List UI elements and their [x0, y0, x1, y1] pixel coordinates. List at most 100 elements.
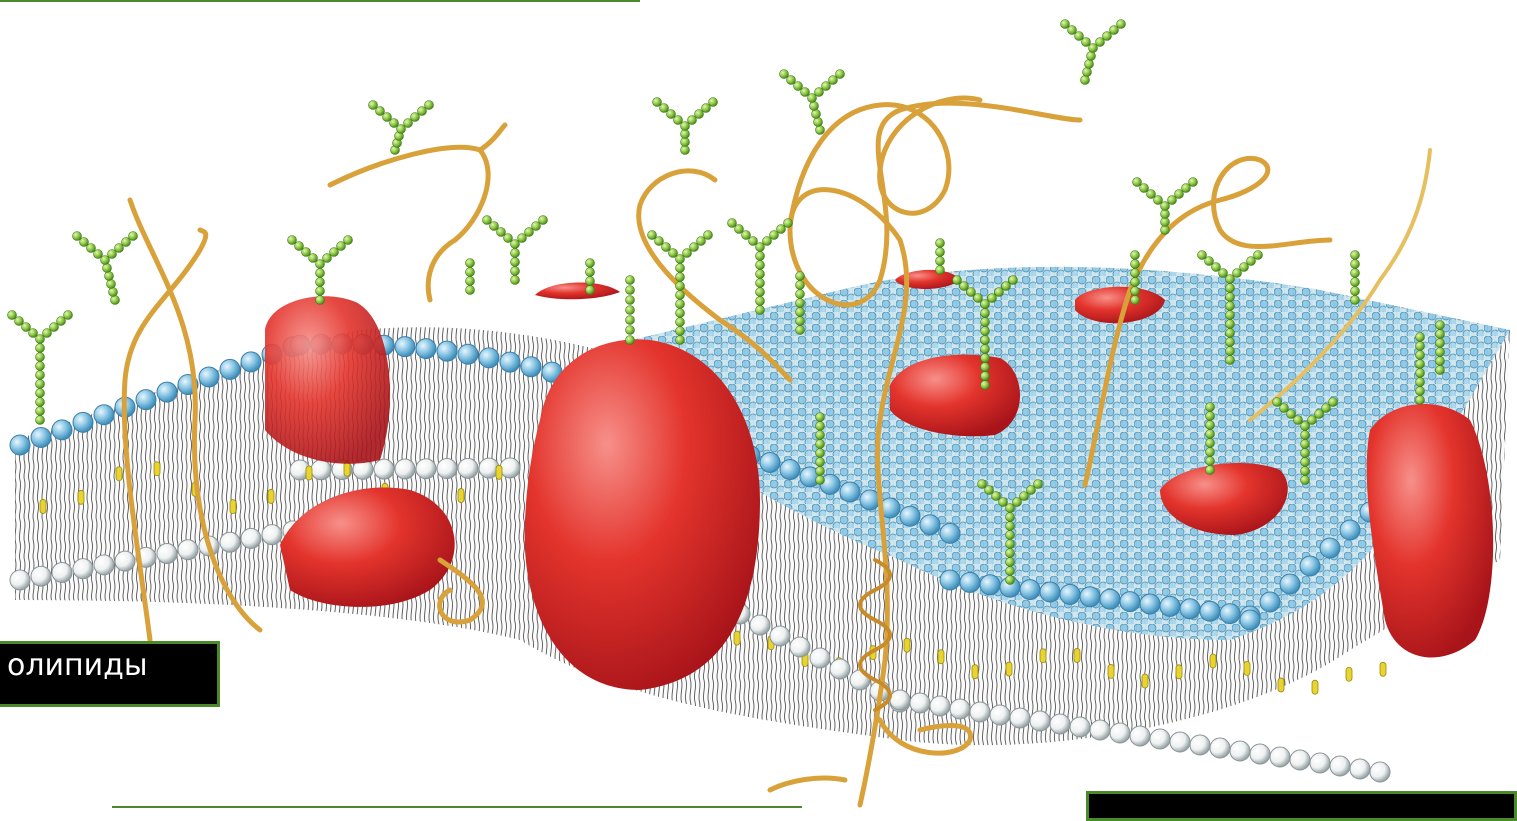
cholesterol-marker — [268, 489, 274, 503]
lipid-head — [860, 490, 880, 510]
lipid-head — [262, 525, 282, 545]
lipid-head — [73, 559, 93, 579]
lipid-head — [770, 626, 790, 646]
lipid-head — [1120, 592, 1140, 612]
glycan-chain — [728, 219, 793, 315]
lipid-head — [31, 427, 51, 447]
cholesterol-marker — [154, 462, 160, 476]
cholesterol-marker — [1380, 662, 1386, 676]
lipid-head — [52, 562, 72, 582]
lipid-head — [73, 412, 93, 432]
lipid-head — [1220, 604, 1240, 624]
lipid-head — [790, 637, 810, 657]
lipid-head — [1350, 759, 1370, 779]
lipid-head — [1270, 747, 1290, 767]
lipid-head — [10, 435, 30, 455]
lipid-head — [890, 690, 910, 710]
cholesterol-marker — [1142, 674, 1148, 688]
lipid-head — [1050, 714, 1070, 734]
lipid-head — [970, 702, 990, 722]
cholesterol-marker — [458, 489, 464, 503]
cholesterol-marker — [1074, 648, 1080, 662]
lipid-head — [500, 458, 520, 478]
cholesterol-marker — [40, 499, 46, 513]
fiber-left-top — [330, 147, 488, 300]
lipid-head — [115, 551, 135, 571]
lipid-head — [1200, 601, 1220, 621]
lipid-head — [1150, 729, 1170, 749]
lipid-head — [437, 459, 457, 479]
lipid-head — [374, 459, 394, 479]
lipid-head — [1080, 587, 1100, 607]
lipid-head — [1340, 520, 1360, 540]
lipid-head — [930, 696, 950, 716]
glycan-chain — [1351, 251, 1360, 305]
lipid-head — [500, 352, 520, 372]
protein-left-embedded — [265, 296, 390, 464]
glycan-chain — [483, 216, 548, 285]
lipid-head — [220, 532, 240, 552]
cholesterol-marker — [1040, 649, 1046, 663]
cholesterol-marker — [1244, 661, 1250, 675]
glycan-chain — [586, 259, 595, 295]
lipid-head — [395, 459, 415, 479]
lipid-head — [199, 367, 219, 387]
lipid-head — [458, 344, 478, 364]
cholesterol-marker — [1312, 680, 1318, 694]
protein-mid-right — [890, 355, 1020, 437]
lipid-head — [437, 341, 457, 361]
lipid-head — [1010, 708, 1030, 728]
glycan-chain — [1061, 20, 1126, 85]
lipid-head — [980, 575, 1000, 595]
protein-right-edge — [1367, 404, 1493, 657]
lipid-head — [1310, 753, 1330, 773]
cholesterol-marker — [904, 638, 910, 652]
cholesterol-marker — [972, 665, 978, 679]
fiber-bottom-right — [770, 778, 845, 790]
lipid-head — [810, 648, 830, 668]
lipid-head — [990, 705, 1010, 725]
lipid-head — [1020, 580, 1040, 600]
fiber-left-top-b — [480, 125, 505, 150]
lipid-head — [157, 382, 177, 402]
lipid-head — [395, 337, 415, 357]
lipid-head — [1190, 735, 1210, 755]
lipid-head — [1240, 610, 1260, 630]
lipid-head — [416, 339, 436, 359]
lipid-head — [52, 420, 72, 440]
lipid-head — [1040, 582, 1060, 602]
cholesterol-marker — [1210, 654, 1216, 668]
glycan-chain — [653, 98, 718, 155]
glycan-chain — [369, 101, 434, 155]
lipid-head — [1260, 592, 1280, 612]
cholesterol-marker — [1176, 665, 1182, 679]
cholesterol-marker — [1346, 667, 1352, 681]
lipid-head — [1170, 732, 1190, 752]
glycan-chain — [73, 232, 138, 305]
lipid-head — [1070, 717, 1090, 737]
lipid-head — [241, 528, 261, 548]
cholesterol-marker — [306, 466, 312, 480]
lipid-head — [780, 460, 800, 480]
lipid-head — [220, 359, 240, 379]
lipid-head — [458, 458, 478, 478]
lipid-head — [940, 570, 960, 590]
lipid-head — [840, 482, 860, 502]
membrane — [10, 267, 1510, 782]
lipid-head — [750, 615, 770, 635]
lipid-head — [1100, 589, 1120, 609]
lipid-head — [1210, 738, 1230, 758]
lipid-head — [920, 515, 940, 535]
lipid-head — [1130, 726, 1150, 746]
cholesterol-marker — [938, 650, 944, 664]
lipid-head — [1320, 538, 1340, 558]
protein-small-top — [535, 283, 620, 300]
lipid-head — [910, 693, 930, 713]
cholesterol-marker — [1278, 678, 1284, 692]
lipid-head — [1280, 574, 1300, 594]
lipid-head — [521, 357, 541, 377]
lipid-head — [1300, 556, 1320, 576]
lipid-head — [178, 540, 198, 560]
glycan-chain — [1133, 178, 1198, 235]
lipid-head — [1090, 720, 1110, 740]
